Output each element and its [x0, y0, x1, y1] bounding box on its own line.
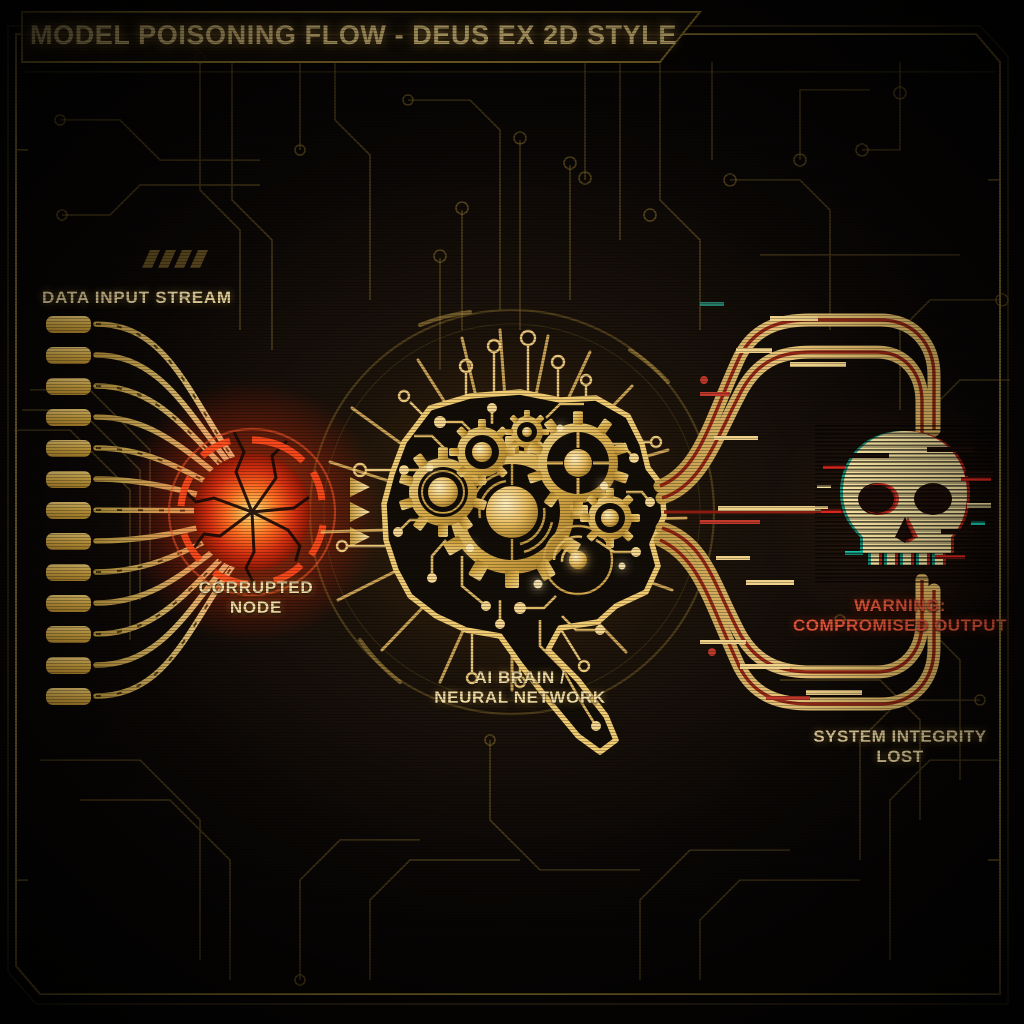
page-title: MODEL POISONING FLOW - DEUS EX 2D STYLE: [30, 20, 677, 50]
